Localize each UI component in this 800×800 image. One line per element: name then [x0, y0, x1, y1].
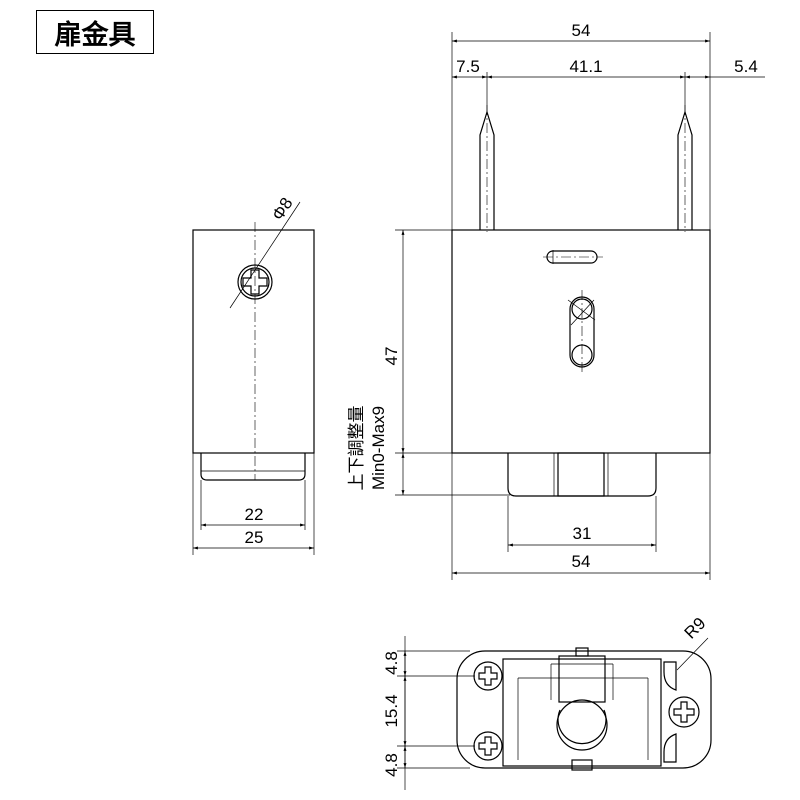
dim-offset-right: 5.4 [734, 57, 758, 76]
dim-pin-spacing: 41.1 [569, 57, 602, 76]
front-view: 54 7.5 41.1 5.4 [347, 21, 765, 580]
diameter-leader [229, 201, 301, 309]
dim-edge-top: 4.8 [382, 651, 401, 675]
screw-icon [473, 661, 503, 691]
side-body [192, 229, 315, 454]
bottom-slider [550, 647, 614, 771]
screw-icon [668, 696, 700, 728]
drawing-title: 扉金具 [36, 10, 154, 54]
bottom-view: R9 4.8 15.4 4.8 [382, 614, 712, 790]
bottom-base-plate [456, 650, 712, 769]
front-lower-block [507, 452, 657, 497]
dim-width-bottom: 54 [572, 552, 591, 571]
dim-height: 47 [382, 347, 401, 366]
side-view: Φ8 22 25 [192, 194, 315, 555]
adjust-label-range: Min0-Max9 [369, 406, 388, 490]
dim-lower-width: 31 [573, 524, 592, 543]
screw-icon [473, 731, 503, 761]
bottom-frame [502, 658, 662, 767]
screw-icon [237, 264, 273, 300]
vertical-slot [567, 290, 596, 375]
pin-right [677, 105, 693, 232]
dim-diameter: Φ8 [268, 194, 296, 224]
horizontal-slot [543, 250, 603, 264]
dim-edge-bottom: 4.8 [382, 753, 401, 777]
dim-outer-width: 25 [245, 528, 264, 547]
dim-middle: 15.4 [382, 694, 401, 727]
pin-left [479, 105, 495, 232]
side-lower-block [200, 453, 306, 481]
radius-leader [676, 637, 709, 671]
dim-inner-width: 22 [245, 505, 264, 524]
dim-offset-left: 7.5 [456, 57, 480, 76]
dim-width-top: 54 [572, 21, 591, 40]
dim-radius: R9 [681, 614, 710, 643]
adjust-label-jp: 上下調整量 [347, 406, 366, 491]
